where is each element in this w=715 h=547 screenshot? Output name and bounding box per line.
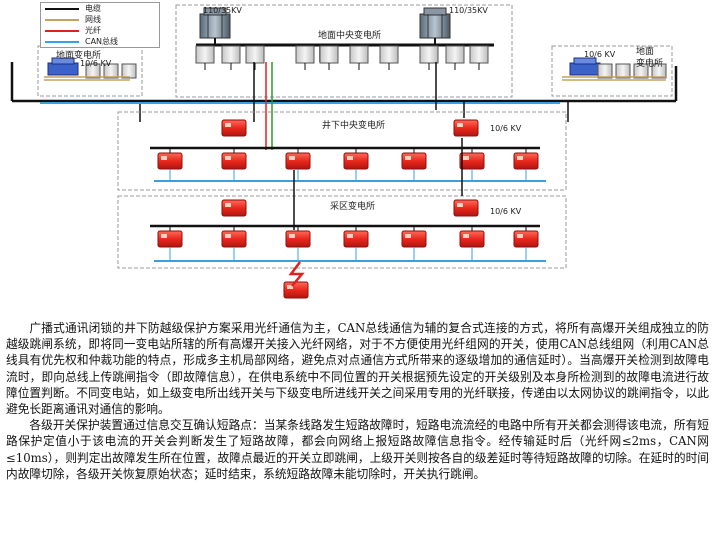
- explosion-proof-switch: [157, 230, 183, 248]
- label-110kv-right: 110/35KV: [449, 6, 488, 15]
- ground-cabinet: [419, 45, 439, 64]
- explosion-proof-switch: [221, 152, 247, 170]
- explosion-proof-switch: [283, 281, 309, 299]
- side-cabinet: [103, 63, 119, 79]
- ground-cabinet: [295, 45, 315, 64]
- label-10kv-mining: 10/6 KV: [490, 207, 522, 216]
- label-110kv-left: 110/35KV: [203, 6, 242, 15]
- legend-item-network: 网线: [41, 14, 159, 25]
- power-system-diagram: [10, 4, 678, 299]
- ground-cabinet: [469, 45, 489, 64]
- explosion-proof-switch: [343, 152, 369, 170]
- explosion-proof-switch: [401, 152, 427, 170]
- side-cabinet: [597, 63, 613, 79]
- explosion-proof-switch: [221, 230, 247, 248]
- ground-cabinet: [445, 45, 465, 64]
- paragraph-1: 广播式通讯闭锁的井下防越级保护方案采用光纤通信为主，CAN总线通信为辅的复合式连…: [6, 321, 709, 417]
- legend-item-cable: 电缆: [41, 3, 159, 14]
- explosion-proof-switch: [459, 152, 485, 170]
- label-ground-central: 地面中央变电所: [318, 31, 382, 41]
- ground-cabinet: [245, 45, 265, 64]
- transformer-right: [419, 7, 451, 39]
- legend-item-can: CAN总线: [41, 36, 159, 47]
- side-cabinet: [633, 63, 649, 79]
- ground-cabinet: [349, 45, 369, 64]
- label-10kv-left: 10/6 KV: [80, 59, 112, 68]
- legend-item-fiber: 光纤: [41, 25, 159, 36]
- paragraph-2: 各级开关保护装置通过信息交互确认短路点：当某条线路发生短路故障时，短路电流流经的…: [6, 418, 709, 481]
- ground-central-box: [175, 4, 513, 98]
- explosion-proof-switch: [343, 230, 369, 248]
- ground-right-box: [551, 45, 673, 97]
- description-text: 广播式通讯闭锁的井下防越级保护方案采用光纤通信为主，CAN总线通信为辅的复合式连…: [6, 320, 709, 482]
- ground-cabinet: [221, 45, 241, 64]
- side-cabinet: [121, 63, 137, 79]
- label-10kv-underground: 10/6 KV: [490, 124, 522, 133]
- ground-cabinet: [379, 45, 399, 64]
- ground-cabinet: [319, 45, 339, 64]
- label-mining-area: 采区变电所: [330, 202, 376, 212]
- transformer-left: [199, 7, 231, 39]
- explosion-proof-switch: [459, 230, 485, 248]
- explosion-proof-switch: [157, 152, 183, 170]
- label-ground-right: 地面 变电所: [636, 47, 664, 69]
- side-cabinet: [85, 63, 101, 79]
- label-ground-left: 地面变电所: [56, 51, 102, 61]
- explosion-proof-switch: [453, 119, 479, 137]
- label-underground-central: 井下中央变电所: [322, 121, 386, 131]
- label-10kv-right: 10/6 KV: [584, 50, 616, 59]
- legend: 电缆 网线 光纤 CAN总线: [40, 2, 160, 48]
- explosion-proof-switch: [221, 199, 247, 217]
- side-cabinet: [651, 63, 667, 79]
- side-cabinet: [615, 63, 631, 79]
- explosion-proof-switch: [285, 152, 311, 170]
- mining-area-box: [117, 195, 567, 269]
- explosion-proof-switch: [221, 119, 247, 137]
- explosion-proof-switch: [453, 199, 479, 217]
- explosion-proof-switch: [513, 152, 539, 170]
- explosion-proof-switch: [513, 230, 539, 248]
- underground-central-box: [117, 111, 567, 191]
- explosion-proof-switch: [401, 230, 427, 248]
- ground-cabinet: [195, 45, 215, 64]
- explosion-proof-switch: [285, 230, 311, 248]
